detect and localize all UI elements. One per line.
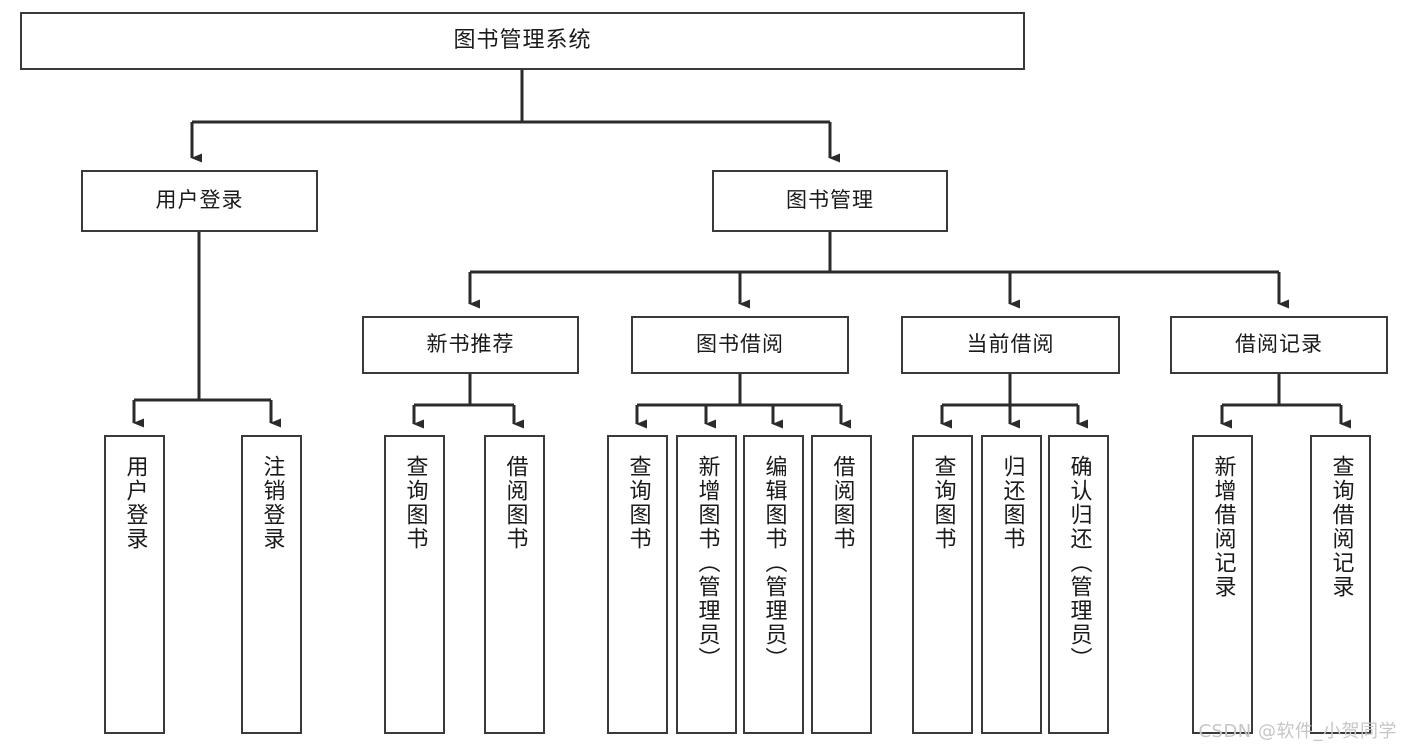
node-label: 图书管理 [786, 188, 874, 213]
leaf-book-borrow-edit-book-admin[interactable]: 编辑图书（管理员） [743, 435, 804, 734]
node-book-borrow[interactable]: 图书借阅 [631, 316, 849, 374]
leaf-current-borrow-return-book[interactable]: 归还图书 [981, 435, 1042, 734]
node-label: 用户登录 [122, 455, 148, 551]
leaf-borrow-record-query-record[interactable]: 查询借阅记录 [1310, 435, 1371, 734]
leaf-current-borrow-confirm-return-admin[interactable]: 确认归还（管理员） [1048, 435, 1109, 734]
node-user-login[interactable]: 用户登录 [81, 170, 318, 232]
leaf-book-borrow-query-book[interactable]: 查询图书 [607, 435, 668, 734]
leaf-new-book-borrow-book[interactable]: 借阅图书 [484, 435, 545, 734]
node-label: 新增图书（管理员） [694, 455, 720, 671]
node-new-book-recommend[interactable]: 新书推荐 [362, 316, 579, 374]
node-label: 新增借阅记录 [1210, 455, 1236, 599]
leaf-book-borrow-add-book-admin[interactable]: 新增图书（管理员） [676, 435, 737, 734]
node-label: 确认归还（管理员） [1066, 455, 1092, 671]
node-label: 新书推荐 [426, 332, 515, 357]
node-label: 归还图书 [999, 455, 1025, 551]
node-label: 借阅图书 [829, 455, 855, 551]
node-root-book-management-system[interactable]: 图书管理系统 [20, 12, 1025, 70]
node-book-management[interactable]: 图书管理 [712, 170, 948, 232]
leaf-new-book-query-book[interactable]: 查询图书 [384, 435, 445, 734]
node-borrow-record[interactable]: 借阅记录 [1170, 316, 1388, 374]
node-label: 当前借阅 [966, 332, 1055, 357]
node-label: 借阅图书 [502, 455, 528, 551]
node-label: 查询图书 [625, 455, 651, 551]
node-label: 编辑图书（管理员） [761, 455, 787, 671]
node-label: 用户登录 [155, 188, 244, 213]
csdn-watermark: CSDN @软件_小贺同学 [1198, 721, 1397, 742]
node-label: 图书管理系统 [453, 27, 592, 53]
node-current-borrow[interactable]: 当前借阅 [901, 316, 1120, 374]
node-label: 借阅记录 [1235, 332, 1323, 357]
leaf-user-login-logout[interactable]: 注销登录 [241, 435, 302, 734]
node-label: 查询图书 [930, 455, 956, 551]
node-label: 查询图书 [402, 455, 428, 551]
leaf-current-borrow-query-book[interactable]: 查询图书 [912, 435, 973, 734]
leaf-borrow-record-add-record[interactable]: 新增借阅记录 [1192, 435, 1253, 734]
leaf-user-login-login[interactable]: 用户登录 [104, 435, 165, 734]
node-label: 图书借阅 [696, 332, 784, 357]
node-label: 查询借阅记录 [1328, 455, 1354, 599]
node-label: 注销登录 [259, 455, 285, 551]
leaf-book-borrow-borrow-book[interactable]: 借阅图书 [811, 435, 872, 734]
